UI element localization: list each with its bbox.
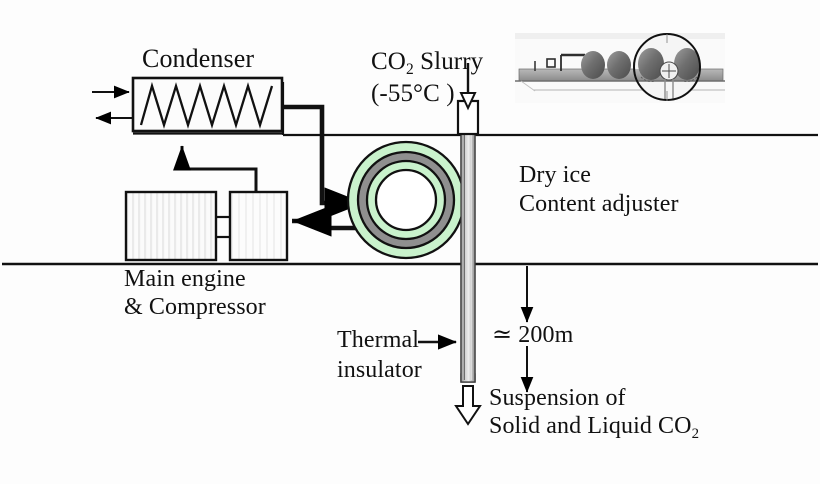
main-engine-block[interactable] bbox=[124, 190, 218, 262]
co2-subscript-2: 2 bbox=[691, 425, 700, 442]
thermal-insulator-label-line1: Thermal bbox=[337, 327, 419, 353]
co2-subscript: 2 bbox=[405, 60, 414, 78]
dry-ice-label-line1: Dry ice bbox=[519, 162, 591, 188]
dry-ice-content-adjuster-coil[interactable] bbox=[346, 140, 466, 260]
compressed-gas-up-arrow bbox=[173, 145, 258, 192]
suspension-text: Solid and Liquid CO bbox=[489, 413, 692, 439]
slurry-word: Slurry bbox=[413, 48, 484, 75]
depth-label: ≃ 200m bbox=[492, 322, 574, 348]
condenser-label: Condenser bbox=[142, 44, 255, 73]
co2-slurry-temperature-label: (-55°C ) bbox=[371, 80, 455, 107]
return-vapour-to-compressor-arrow bbox=[292, 205, 378, 237]
slurry-inlet-down-arrow bbox=[459, 63, 477, 111]
suspension-label-line1: Suspension of bbox=[489, 385, 626, 411]
engine-compressor-shaft bbox=[216, 215, 231, 239]
main-engine-label-line2: & Compressor bbox=[124, 294, 266, 320]
co2-slurry-label-text: CO bbox=[371, 48, 406, 75]
suspension-label-line2: Solid and Liquid CO2 bbox=[489, 413, 699, 442]
main-engine-label-line1: Main engine bbox=[124, 266, 246, 292]
liquid-co2-to-adjuster-arrow bbox=[282, 104, 364, 219]
ship-cutaway-inset-photo bbox=[515, 33, 725, 103]
discharge-down-arrow bbox=[454, 385, 482, 426]
thermal-insulator-label-line2: insulator bbox=[337, 357, 422, 383]
compressor-block[interactable] bbox=[228, 190, 289, 262]
dry-ice-label-line2: Content adjuster bbox=[519, 191, 679, 217]
riser-front-segment bbox=[460, 125, 476, 383]
condenser-heat-exchanger[interactable] bbox=[131, 76, 284, 135]
co2-slurry-label: CO2 Slurry bbox=[371, 48, 483, 78]
